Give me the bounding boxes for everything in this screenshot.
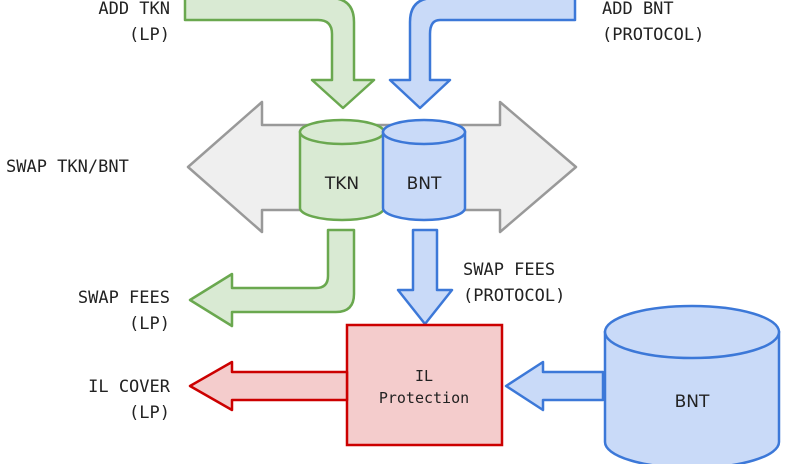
il-protection-label-line1: IL — [415, 367, 433, 385]
add-tkn-arrow — [183, 0, 376, 110]
swap-fees-protocol-arrow — [396, 228, 454, 326]
swap-fees-lp-label-line2: (LP) — [129, 314, 170, 334]
swap-tkn-bnt-label: SWAP TKN/BNT — [6, 157, 129, 177]
swap-fees-protocol-label-line2: (PROTOCOL) — [463, 286, 565, 306]
add-tkn-label-line2: (LP) — [129, 25, 170, 45]
add-bnt-label-line2: (PROTOCOL) — [602, 25, 704, 45]
il-protection-box — [345, 323, 504, 447]
bnt-vault-to-il-arrow — [504, 360, 605, 412]
tkn-pool-label: TKN — [324, 174, 359, 194]
tkn-pool-cylinder — [298, 118, 386, 222]
bnt-pool-cylinder — [381, 118, 467, 222]
swap-fees-lp-label-line1: SWAP FEES — [78, 288, 170, 308]
bnt-pool-label: BNT — [407, 174, 442, 194]
swap-fees-protocol-label-line1: SWAP FEES — [463, 260, 555, 280]
il-cover-label-line1: IL COVER — [88, 377, 171, 397]
bnt-vault-label: BNT — [675, 392, 710, 412]
il-protection-label-line2: Protection — [379, 389, 469, 407]
add-bnt-label-line1: ADD BNT — [602, 0, 674, 19]
swap-fees-lp-arrow — [188, 228, 356, 328]
il-cover-label-line2: (LP) — [129, 403, 170, 423]
add-bnt-arrow — [388, 0, 577, 110]
bnt-vault-cylinder — [603, 304, 781, 464]
il-cover-arrow — [188, 360, 349, 412]
add-tkn-label-line1: ADD TKN — [98, 0, 170, 19]
